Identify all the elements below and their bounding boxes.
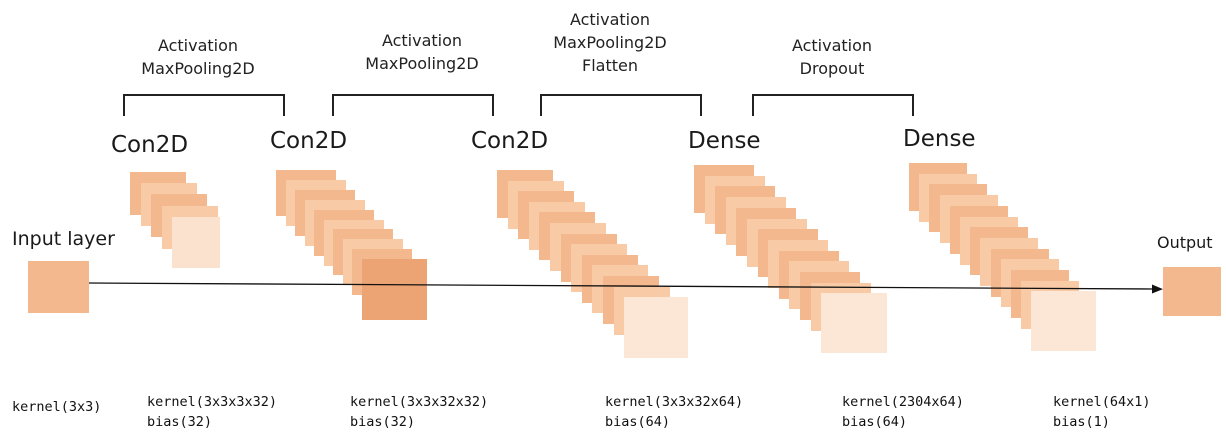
front-plate	[361, 259, 427, 321]
layer-title-1: Con2D	[111, 132, 189, 158]
layer-title-3: Con2D	[471, 128, 549, 154]
layer-title-2: Con2D	[270, 128, 348, 154]
group-bracket-1	[123, 94, 285, 116]
layer-3-bias: bias(64)	[605, 414, 671, 430]
group-bracket-3	[540, 94, 702, 116]
flow-arrow-head	[1152, 284, 1163, 294]
layer-3-kernel: kernel(3x3x32x64)	[605, 394, 744, 410]
front-plate	[1031, 291, 1097, 352]
input-layer-box	[28, 261, 89, 313]
group-bracket-4	[752, 94, 914, 116]
layer-4-bias: bias(64)	[842, 414, 908, 430]
layer-3-params: kernel(3x3x32x64) bias(64)	[605, 392, 743, 432]
layer-5-kernel: kernel(64x1)	[1053, 394, 1151, 410]
layer-2-bias: bias(32)	[350, 414, 416, 430]
group-annotation-2: Activation MaxPooling2D	[357, 29, 487, 75]
group-annotation-1: Activation MaxPooling2D	[133, 34, 263, 80]
input-param: kernel(3x3)	[12, 399, 102, 415]
layer-5-bias: bias(1)	[1053, 414, 1110, 430]
layer-title-5: Dense	[903, 126, 976, 152]
layer-title-4: Dense	[688, 128, 761, 154]
group-3-line-3: Flatten	[582, 56, 638, 75]
layer-2-kernel: kernel(3x3x32x32)	[350, 394, 489, 410]
group-annotation-4: Activation Dropout	[767, 34, 897, 80]
layer-1-bias: bias(32)	[147, 414, 213, 430]
group-3-line-2: MaxPooling2D	[553, 33, 667, 52]
input-layer-label: Input layer	[12, 228, 115, 250]
layer-4-kernel: kernel(2304x64)	[842, 394, 964, 410]
group-2-line-2: MaxPooling2D	[365, 54, 479, 73]
group-1-line-1: Activation	[157, 36, 239, 55]
output-box	[1163, 267, 1221, 316]
front-plate	[821, 293, 888, 354]
output-label: Output	[1157, 233, 1213, 252]
front-plate	[624, 297, 689, 359]
group-2-line-1: Activation	[381, 31, 463, 50]
group-4-line-2: Dropout	[799, 59, 865, 78]
group-bracket-2	[332, 94, 494, 116]
group-4-line-1: Activation	[791, 36, 873, 55]
layer-5-params: kernel(64x1) bias(1)	[1053, 392, 1151, 432]
layer-4-params: kernel(2304x64) bias(64)	[842, 392, 964, 432]
group-1-line-2: MaxPooling2D	[141, 59, 255, 78]
group-3-line-1: Activation	[569, 10, 651, 29]
layer-1-params: kernel(3x3x3x32) bias(32)	[147, 392, 277, 432]
layer-2-params: kernel(3x3x32x32) bias(32)	[350, 392, 488, 432]
group-annotation-3: Activation MaxPooling2D Flatten	[545, 8, 675, 77]
layer-1-kernel: kernel(3x3x3x32)	[147, 394, 278, 410]
front-plate	[172, 216, 221, 268]
